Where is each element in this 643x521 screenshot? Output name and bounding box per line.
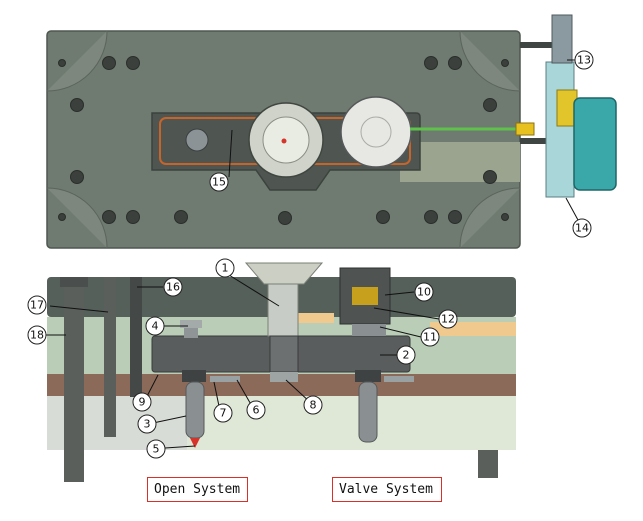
corner-arc <box>459 30 521 92</box>
callout-1: 1 <box>215 258 235 278</box>
air-fitting <box>515 122 535 136</box>
valve-ring <box>360 116 392 148</box>
actuator-ring <box>352 324 386 336</box>
corner-arc <box>46 187 108 249</box>
caption-valve-system: Valve System <box>332 477 442 502</box>
sprue-gate <box>281 138 287 144</box>
callout-label: 8 <box>310 399 317 412</box>
leader-14 <box>565 197 579 221</box>
leader-1 <box>228 274 280 307</box>
callout-label: 13 <box>577 54 591 67</box>
callout-3: 3 <box>137 414 157 434</box>
callout-4: 4 <box>145 316 165 336</box>
section-view <box>47 262 516 482</box>
callout-label: 9 <box>139 396 146 409</box>
callout-label: 12 <box>441 313 455 326</box>
junction-box <box>573 97 617 191</box>
callout-11: 11 <box>420 327 440 347</box>
callout-17: 17 <box>27 295 47 315</box>
leader-12 <box>373 307 440 320</box>
guide-pillar <box>64 277 84 482</box>
callout-label: 2 <box>403 349 410 362</box>
callout-label: 14 <box>575 222 589 235</box>
callout-label: 18 <box>30 329 44 342</box>
valve-cylinder <box>340 96 412 168</box>
callout-16: 16 <box>163 277 183 297</box>
leg <box>478 450 498 478</box>
leader-3 <box>152 415 187 424</box>
callout-label: 11 <box>423 331 437 344</box>
leader-10 <box>384 291 415 296</box>
callout-9: 9 <box>132 392 152 412</box>
callout-2: 2 <box>396 345 416 365</box>
callout-label: 7 <box>220 407 227 420</box>
plug <box>185 128 209 152</box>
callout-label: 10 <box>417 286 431 299</box>
callout-12: 12 <box>438 309 458 329</box>
leader-5 <box>164 445 196 449</box>
junction-post <box>551 14 573 64</box>
guide-rod <box>104 277 116 437</box>
sprue-top <box>244 262 324 285</box>
bolt-set <box>58 56 509 225</box>
corner-arc <box>46 30 108 92</box>
open-nozzle-heater <box>182 370 206 382</box>
callout-15: 15 <box>209 172 229 192</box>
callout-14: 14 <box>572 218 592 238</box>
bolt-shank <box>184 328 198 338</box>
caption-open-system-label: Open System <box>154 482 241 497</box>
callout-label: 3 <box>144 418 151 431</box>
guide-rod-2 <box>130 277 142 397</box>
callout-18: 18 <box>27 325 47 345</box>
callout-label: 17 <box>30 299 44 312</box>
valve-nozzle <box>358 381 378 443</box>
callout-label: 16 <box>166 281 180 294</box>
callout-label: 1 <box>222 262 229 275</box>
leader-17 <box>49 305 109 313</box>
corner-arc <box>459 187 521 249</box>
open-nozzle-tip <box>190 438 200 448</box>
top-view <box>46 14 617 249</box>
actuator-piston <box>352 287 378 305</box>
callout-10: 10 <box>414 282 434 302</box>
leader-15 <box>228 129 233 178</box>
callout-label: 6 <box>253 404 260 417</box>
thermocouple <box>210 376 240 382</box>
callout-label: 5 <box>153 443 160 456</box>
center-block <box>269 335 299 373</box>
callout-7: 7 <box>213 403 233 423</box>
thermocouple <box>384 376 414 382</box>
callout-8: 8 <box>303 395 323 415</box>
sprue-body <box>267 283 299 337</box>
callout-label: 4 <box>152 320 159 333</box>
callout-13: 13 <box>574 50 594 70</box>
callout-5: 5 <box>146 439 166 459</box>
center-ring <box>270 372 298 382</box>
callout-6: 6 <box>246 400 266 420</box>
valve-nozzle-heater <box>355 370 381 382</box>
open-nozzle <box>185 381 205 439</box>
leader-11 <box>379 326 422 338</box>
caption-open-system: Open System <box>147 477 248 502</box>
center-pad <box>298 313 334 323</box>
callout-label: 15 <box>212 176 226 189</box>
bolt-head <box>180 320 202 328</box>
junction-bracket <box>545 61 575 198</box>
caption-valve-system-label: Valve System <box>339 482 433 497</box>
guide-pillar-head <box>60 277 88 287</box>
